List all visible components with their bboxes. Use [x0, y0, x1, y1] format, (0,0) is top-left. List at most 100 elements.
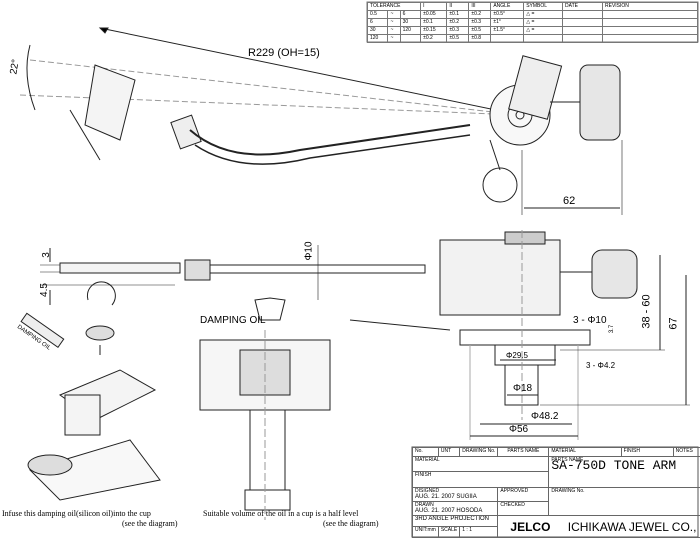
cell: ±0.3 [468, 18, 492, 27]
dimension-phi56: Φ56 [509, 424, 529, 435]
cell [602, 34, 698, 43]
dimension-phi10: Φ10 [303, 241, 315, 261]
cell: 120 [366, 34, 389, 43]
finish-field: FINISH [411, 471, 550, 488]
table-row: 30~120±0.15±0.3±0.5±1.5°△ = [366, 26, 698, 35]
drawn-value: AUG. 21. 2007 HOSODA [415, 508, 483, 514]
cell: 6 [366, 18, 389, 27]
top-view [19, 27, 623, 215]
radius-dimension: R229 (OH=15) [248, 47, 320, 59]
company-name: ICHIKAWA JEWEL CO., LTD. [567, 519, 700, 534]
header-cell: III [468, 2, 492, 11]
cell: UNT [437, 447, 461, 457]
brand-name: JELCO [510, 519, 551, 534]
cell: ~ [387, 34, 401, 43]
unit-field: UNIT:mm [412, 526, 439, 538]
cell: ±0.2 [420, 34, 448, 43]
table-row: 0.5~6±0.05±0.1±0.2±0.5°△ = [366, 10, 698, 19]
header-cell: I [420, 2, 448, 11]
header-cell: II [446, 2, 470, 11]
cell: 30 [399, 18, 422, 27]
cell: FINISH [620, 447, 674, 457]
caption-left-line2: (see the diagram) [122, 519, 178, 528]
cell [602, 18, 698, 27]
header-cell: TOLERANCE [366, 2, 422, 11]
cell: PARTS NAME [497, 447, 550, 457]
parts-name: SA-750D TONE ARM [551, 458, 677, 473]
dimension-62: 62 [563, 195, 576, 207]
header-cell: ANGLE [490, 2, 525, 11]
damping-oil-label: DAMPING OIL [200, 315, 266, 326]
cell [523, 34, 563, 43]
dimension-3: 3 [40, 252, 52, 258]
cell: ±1.5° [490, 26, 525, 35]
cell: △ = [523, 10, 563, 19]
cell: ±0.5 [468, 26, 492, 35]
caption-right-line2: (see the diagram) [323, 519, 379, 528]
header-cell: DATE [562, 2, 603, 11]
designed-value: AUG. 21. 2007 SUGIIA [415, 494, 477, 500]
scale-value: 1 : 1 [459, 526, 499, 538]
approved-field: APPROVED [497, 487, 550, 502]
tolerance-table: TOLERANCE I II III ANGLE SYMBOL DATE REV… [366, 2, 698, 43]
holes-10-dimension: 3 - Φ10 [573, 315, 607, 326]
cell [399, 34, 422, 43]
side-view [40, 230, 690, 440]
dimension-3-7: 3.7 [609, 324, 616, 334]
drawing-no-field: DRAWING No. [548, 487, 700, 516]
cell [602, 26, 698, 35]
dimension-phi48-2: Φ48.2 [531, 411, 559, 422]
caption-left-line1: Infuse this damping oil(silicon oil)into… [2, 509, 151, 518]
cell: ~ [387, 10, 401, 19]
section-view [199, 297, 331, 520]
cell: ±0.2 [468, 10, 492, 19]
dimension-phi29-5: Φ29.5 [506, 351, 528, 360]
cell: ~ [387, 18, 401, 27]
cell: ±0.1 [446, 10, 470, 19]
cell: MATERIAL [548, 447, 622, 457]
title-block-header: No. UNT DRAWING No. PARTS NAME MATERIAL … [412, 447, 700, 457]
cell: ±0.5 [446, 34, 470, 43]
cell: ±1° [490, 18, 525, 27]
cell [562, 18, 603, 27]
cell: ±0.05 [420, 10, 448, 19]
cell: ±0.1 [420, 18, 448, 27]
header-cell: REVISION [602, 2, 698, 11]
cell: No. [412, 447, 439, 457]
title-block: No. UNT DRAWING No. PARTS NAME MATERIAL … [411, 447, 700, 538]
table-header-row: TOLERANCE I II III ANGLE SYMBOL DATE REV… [366, 2, 698, 11]
checked-field: CHECKED [497, 501, 550, 516]
cell: DRAWING No. [459, 447, 499, 457]
caption-right-line1: Suitable volume of the oil in a cup is a… [203, 509, 359, 518]
cell: 120 [399, 26, 422, 35]
cell [562, 34, 603, 43]
holes-4-2-dimension: 3 - Φ4.2 [586, 361, 616, 370]
cell [490, 34, 525, 43]
drawn-label: DRAWN [415, 502, 434, 509]
cell: ±0.2 [446, 18, 470, 27]
table-row: 120~ ±0.2±0.5±0.8 [366, 34, 698, 43]
cell: 30 [366, 26, 389, 35]
material-field: MATERIAL [411, 456, 550, 472]
scale-label: SCALE [437, 526, 461, 538]
cell: ~ [387, 26, 401, 35]
cell: ±0.3 [446, 26, 470, 35]
cell: 0.5 [366, 10, 389, 19]
cell: ±0.15 [420, 26, 448, 35]
parts-name-label: PARTS NAME [551, 457, 584, 464]
damping-illustration [20, 281, 161, 501]
cell [562, 10, 603, 19]
header-cell: SYMBOL [523, 2, 563, 11]
dimension-4-5: 4.5 [38, 283, 50, 297]
cell [602, 10, 698, 19]
cell: △ = [523, 26, 563, 35]
cell: ±0.8 [468, 34, 492, 43]
cell: ±0.5° [490, 10, 525, 19]
cell [562, 26, 603, 35]
dimension-38-60: 38 - 60 [640, 294, 653, 329]
